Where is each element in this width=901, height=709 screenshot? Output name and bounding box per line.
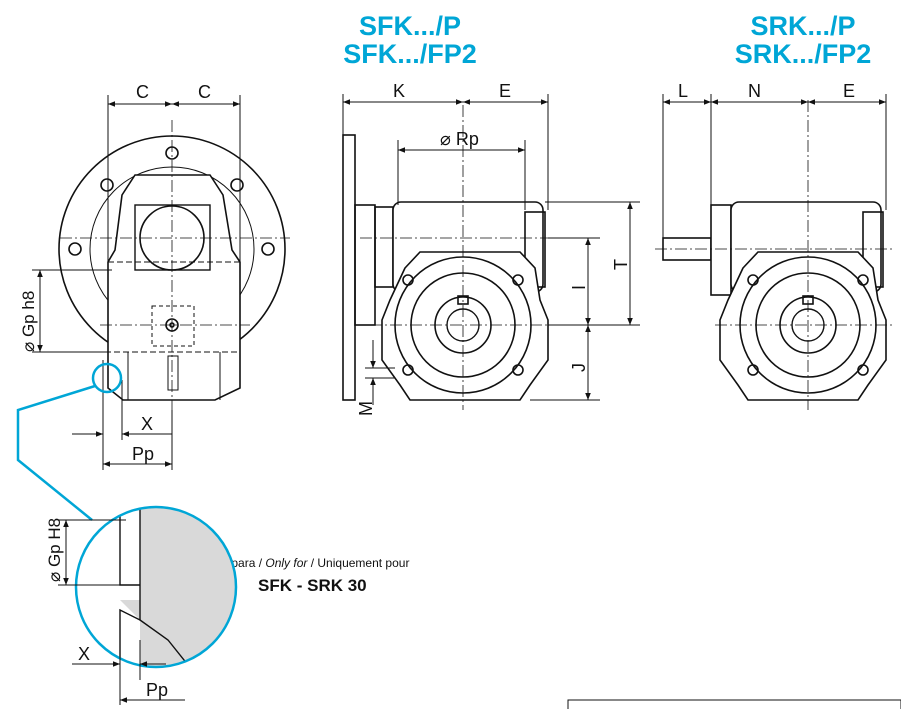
dim-label-e-sfk: E	[499, 81, 511, 101]
srk-side-view	[655, 100, 895, 410]
sfk-title: SFK.../P SFK.../FP2	[330, 12, 490, 68]
dim-label-l: L	[678, 81, 688, 101]
srk-housing-body	[719, 251, 887, 401]
dim-label-t: T	[611, 259, 631, 270]
dim-label-gp-h8: ⌀ Gp h8	[19, 291, 38, 352]
dim-label-rp: ⌀ Rp	[440, 129, 479, 149]
dim-label-gp-H8: ⌀ Gp H8	[45, 518, 64, 582]
dim-label-pp-detail: Pp	[146, 680, 168, 700]
dim-label-e-srk: E	[843, 81, 855, 101]
note-suffix: / Uniquement pour	[307, 556, 410, 570]
detail-dimensions	[58, 519, 185, 705]
dim-label-x-detail: X	[78, 644, 90, 664]
flange-hole	[68, 242, 82, 256]
note-italic: Only for	[265, 556, 308, 570]
flange-hole	[261, 242, 275, 256]
dim-label-n: N	[748, 81, 761, 101]
front-view	[58, 120, 290, 410]
dim-label-c-right: C	[198, 82, 211, 102]
sfk-housing-body	[381, 251, 549, 401]
dim-label-c-left: C	[136, 82, 149, 102]
front-view-dimensions	[32, 95, 241, 470]
srk-title: SRK.../P SRK.../FP2	[718, 12, 888, 68]
note-model: SFK - SRK 30	[258, 576, 367, 595]
sfk-dimensions	[342, 94, 640, 405]
srk-title-line2: SRK.../FP2	[734, 39, 872, 69]
detail-marker	[91, 362, 123, 394]
dim-label-k: K	[393, 81, 405, 101]
flange-plate	[342, 134, 356, 401]
detail-enlargement	[74, 505, 238, 669]
dim-label-i: I	[569, 285, 589, 290]
sfk-title-line2: SFK.../FP2	[343, 39, 477, 69]
srk-title-line1: SRK.../P	[750, 11, 856, 41]
sfk-side-view	[342, 105, 560, 410]
srk-dimensions	[662, 94, 887, 238]
dim-label-pp-front: Pp	[132, 444, 154, 464]
sfk-title-line1: SFK.../P	[358, 11, 461, 41]
detail-leader	[16, 362, 123, 521]
flange-hole	[230, 178, 244, 192]
dim-label-j: J	[569, 363, 589, 372]
dim-label-x-front: X	[141, 414, 153, 434]
flange-hole	[100, 178, 114, 192]
dim-label-m: M	[356, 401, 376, 416]
table-frame	[567, 699, 901, 709]
